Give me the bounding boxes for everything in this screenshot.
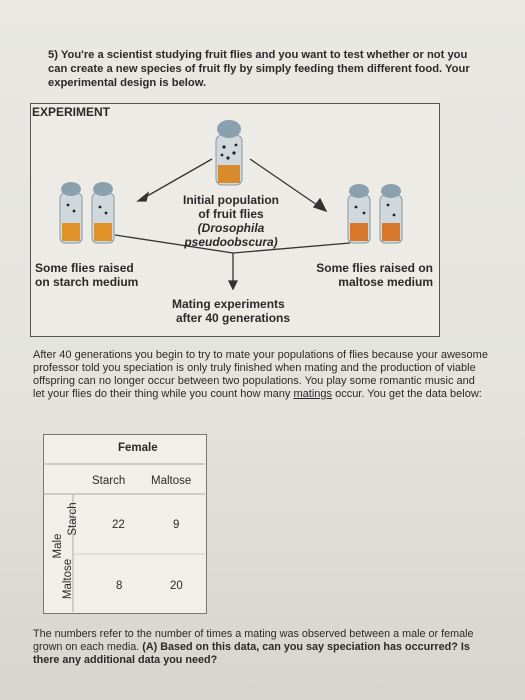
- question-paragraph: The numbers refer to the number of times…: [33, 628, 474, 666]
- experiment-title: EXPERIMENT: [32, 105, 111, 119]
- question-text: 5) You're a scientist studying fruit fli…: [48, 48, 488, 90]
- question-number: 5): [48, 49, 58, 61]
- maltose-label: Some flies raised on maltose medium: [316, 261, 433, 289]
- female-header: Female: [118, 442, 158, 454]
- table-lines: [43, 463, 205, 612]
- initial-population-label: Initial population of fruit flies (Droso…: [183, 193, 279, 249]
- arrows: [114, 158, 351, 291]
- center-bottle-icon: [215, 120, 243, 186]
- col-maltose: Maltose: [151, 475, 192, 487]
- row-starch-label: Starch: [67, 502, 79, 536]
- cell-starch-starch: 22: [112, 519, 125, 531]
- starch-label: Some flies raised on starch medium: [35, 261, 139, 289]
- starch-bottles-icon: [59, 182, 115, 244]
- col-starch: Starch: [92, 475, 126, 487]
- question-body: You're a scientist studying fruit flies …: [48, 49, 470, 89]
- cell-maltose-starch: 8: [116, 580, 123, 592]
- scenario-paragraph: After 40 generations you begin to try to…: [33, 349, 488, 400]
- cell-maltose-maltose: 20: [170, 580, 183, 592]
- experiment-diagram: [59, 120, 403, 291]
- row-maltose-label: Maltose: [62, 558, 74, 600]
- cell-starch-maltose: 9: [173, 519, 180, 531]
- maltose-bottles-icon: [347, 184, 403, 244]
- mating-experiments-label: Mating experiments after 40 generations: [172, 297, 291, 325]
